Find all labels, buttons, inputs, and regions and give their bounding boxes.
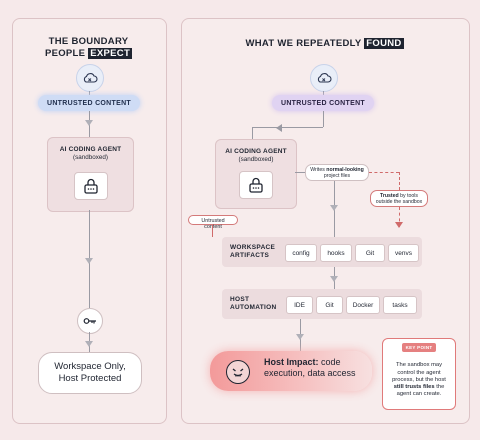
- workspace-artifacts-label: WORKSPACE ARTIFACTS: [230, 244, 275, 260]
- impact-bold: Host Impact:: [264, 357, 319, 367]
- connector: [252, 127, 323, 128]
- lock-icon: [239, 171, 273, 199]
- chip-venvs: venvs: [388, 244, 419, 262]
- keypoint-bold: still trusts files: [393, 384, 435, 391]
- result-line1: Workspace Only,: [54, 361, 126, 372]
- key-icon: [77, 308, 103, 334]
- keypoint-pre: The sandbox may control the agent proces…: [392, 362, 446, 383]
- trusted-post: by tools outside the sandbox: [375, 193, 423, 206]
- chip-config: config: [285, 244, 317, 262]
- agent-subtitle: (sandboxed): [72, 154, 108, 161]
- right-heading: WHAT WE REPEATEDLY FOUND: [181, 38, 468, 50]
- key-point-card: KEY POINT The sandbox may control the ag…: [382, 338, 456, 410]
- arrow-down-icon: [330, 205, 338, 211]
- impact-rest-2: execution, data access: [264, 368, 356, 378]
- connector: [89, 91, 90, 95]
- host-impact-text: Host Impact: code execution, data access: [264, 357, 356, 379]
- writes-post: project files: [323, 173, 351, 180]
- dashed-connector: [399, 207, 400, 227]
- workspace-only-result: Workspace Only, Host Protected: [38, 352, 142, 394]
- workspace-label-1: WORKSPACE: [230, 244, 276, 251]
- dashed-connector: [369, 172, 399, 173]
- left-heading-plain: PEOPLE: [44, 48, 86, 59]
- trusted-bold: Trusted: [379, 193, 399, 199]
- lock-icon: [74, 172, 108, 200]
- left-heading-highlight: EXPECT: [88, 48, 133, 59]
- connector: [295, 172, 305, 173]
- untrusted-content-callout: Untrusted content: [188, 215, 238, 230]
- host-label-1: HOST: [230, 296, 250, 303]
- arrow-down-icon: [296, 334, 304, 340]
- left-heading-line1: THE BOUNDARY: [48, 36, 129, 47]
- agent-subtitle: (sandboxed): [238, 156, 274, 163]
- untrusted-content-pill: UNTRUSTED CONTENT: [38, 95, 140, 111]
- arrow-left-icon: [276, 124, 282, 132]
- agent-title: AI CODING AGENT: [59, 146, 122, 153]
- untrusted-content-pill: UNTRUSTED CONTENT: [272, 95, 374, 111]
- right-heading-plain: WHAT WE REPEATEDLY: [245, 38, 362, 49]
- cloud-icon: [76, 64, 104, 92]
- host-impact-banner: Host Impact: code execution, data access: [210, 351, 372, 391]
- key-point-tag: KEY POINT: [401, 343, 437, 353]
- keypoint-post: the agent can create.: [396, 384, 445, 398]
- arrow-down-icon: [85, 341, 93, 347]
- writes-pre: Writes: [310, 167, 327, 173]
- result-line2: Host Protected: [58, 373, 122, 384]
- writes-bold: normal-looking: [326, 167, 364, 173]
- chip-ide: IDE: [286, 296, 313, 314]
- chip-git: Git: [355, 244, 385, 262]
- connector: [323, 91, 324, 95]
- connector: [212, 225, 213, 237]
- connector: [323, 111, 324, 127]
- arrow-down-icon: [395, 222, 403, 228]
- chip-tasks: tasks: [383, 296, 417, 314]
- host-automation-label: HOST AUTOMATION: [230, 296, 276, 312]
- devil-icon: [226, 360, 250, 384]
- left-heading: THE BOUNDARY PEOPLE EXPECT: [12, 36, 165, 60]
- cloud-icon: [310, 64, 338, 92]
- impact-rest-1: code: [318, 357, 341, 367]
- chip-git: Git: [316, 296, 343, 314]
- arrow-down-icon: [85, 258, 93, 264]
- arrow-down-icon: [85, 120, 93, 126]
- arrow-down-icon: [330, 276, 338, 282]
- agent-title: AI CODING AGENT: [225, 148, 287, 155]
- chip-docker: Docker: [346, 296, 380, 314]
- workspace-label-2: ARTIFACTS: [230, 252, 270, 259]
- dashed-connector: [399, 172, 400, 190]
- trusted-by-tools-callout: Trusted by tools outside the sandbox: [370, 190, 428, 207]
- chip-hooks: hooks: [320, 244, 352, 262]
- host-label-2: AUTOMATION: [230, 304, 277, 311]
- writes-files-callout: Writes normal-looking project files: [305, 164, 369, 181]
- right-heading-highlight: FOUND: [364, 38, 404, 49]
- connector: [252, 127, 253, 139]
